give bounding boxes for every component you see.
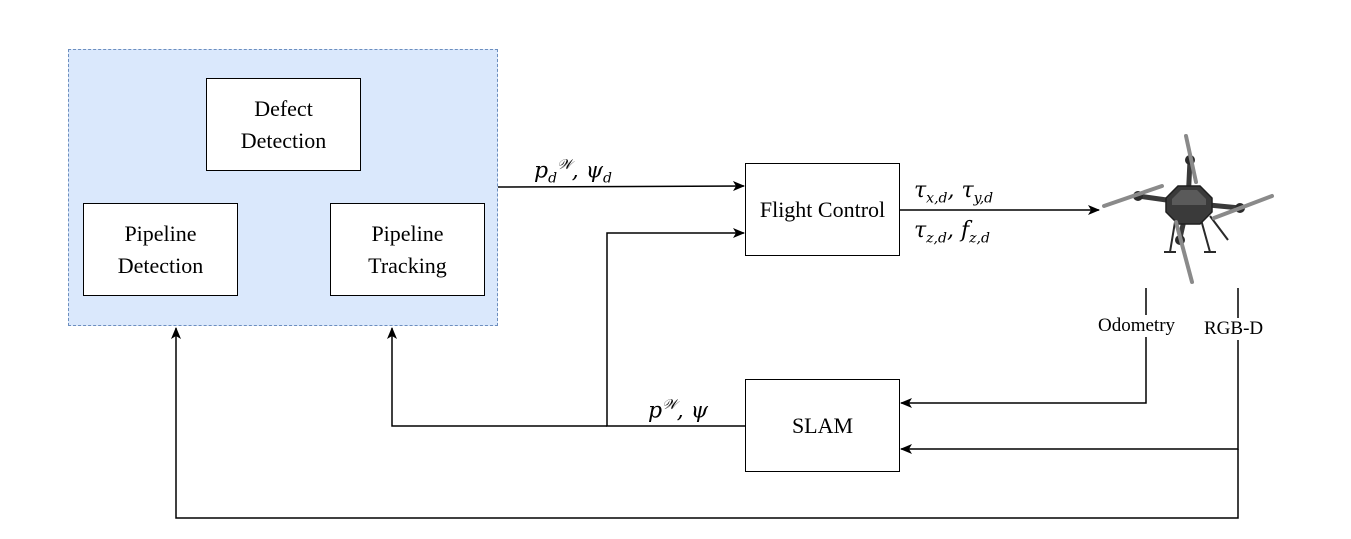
slam-to-tracking-arrow [387, 327, 607, 427]
slam-block: SLAM [745, 379, 900, 472]
pipeline-tracking-block: Pipeline Tracking [330, 203, 485, 296]
defect-detection-block: Defect Detection [206, 78, 361, 171]
setpoint-label: pd𝒲, ψd [534, 157, 612, 187]
torque-xy-label: τx,d, τy,d [914, 178, 994, 207]
odometry-arrow [900, 288, 1147, 408]
setpoint-arrow [497, 181, 745, 192]
rgbd-to-detection-arrow [171, 327, 1239, 519]
rgbd-to-slam-arrow [900, 288, 1239, 454]
rgbd-label: RGB-D [1202, 318, 1266, 340]
odometry-label: Odometry [1096, 315, 1178, 337]
pose-label: p𝒲, ψ [648, 397, 709, 424]
flight-control-block: Flight Control [745, 163, 900, 256]
torque-z-thrust-label: τz,d, fz,d [914, 218, 990, 247]
slam-to-flight-arrow [606, 228, 745, 427]
pipeline-detection-block: Pipeline Detection [83, 203, 238, 296]
quadrotor-drone-icon [1102, 134, 1274, 284]
